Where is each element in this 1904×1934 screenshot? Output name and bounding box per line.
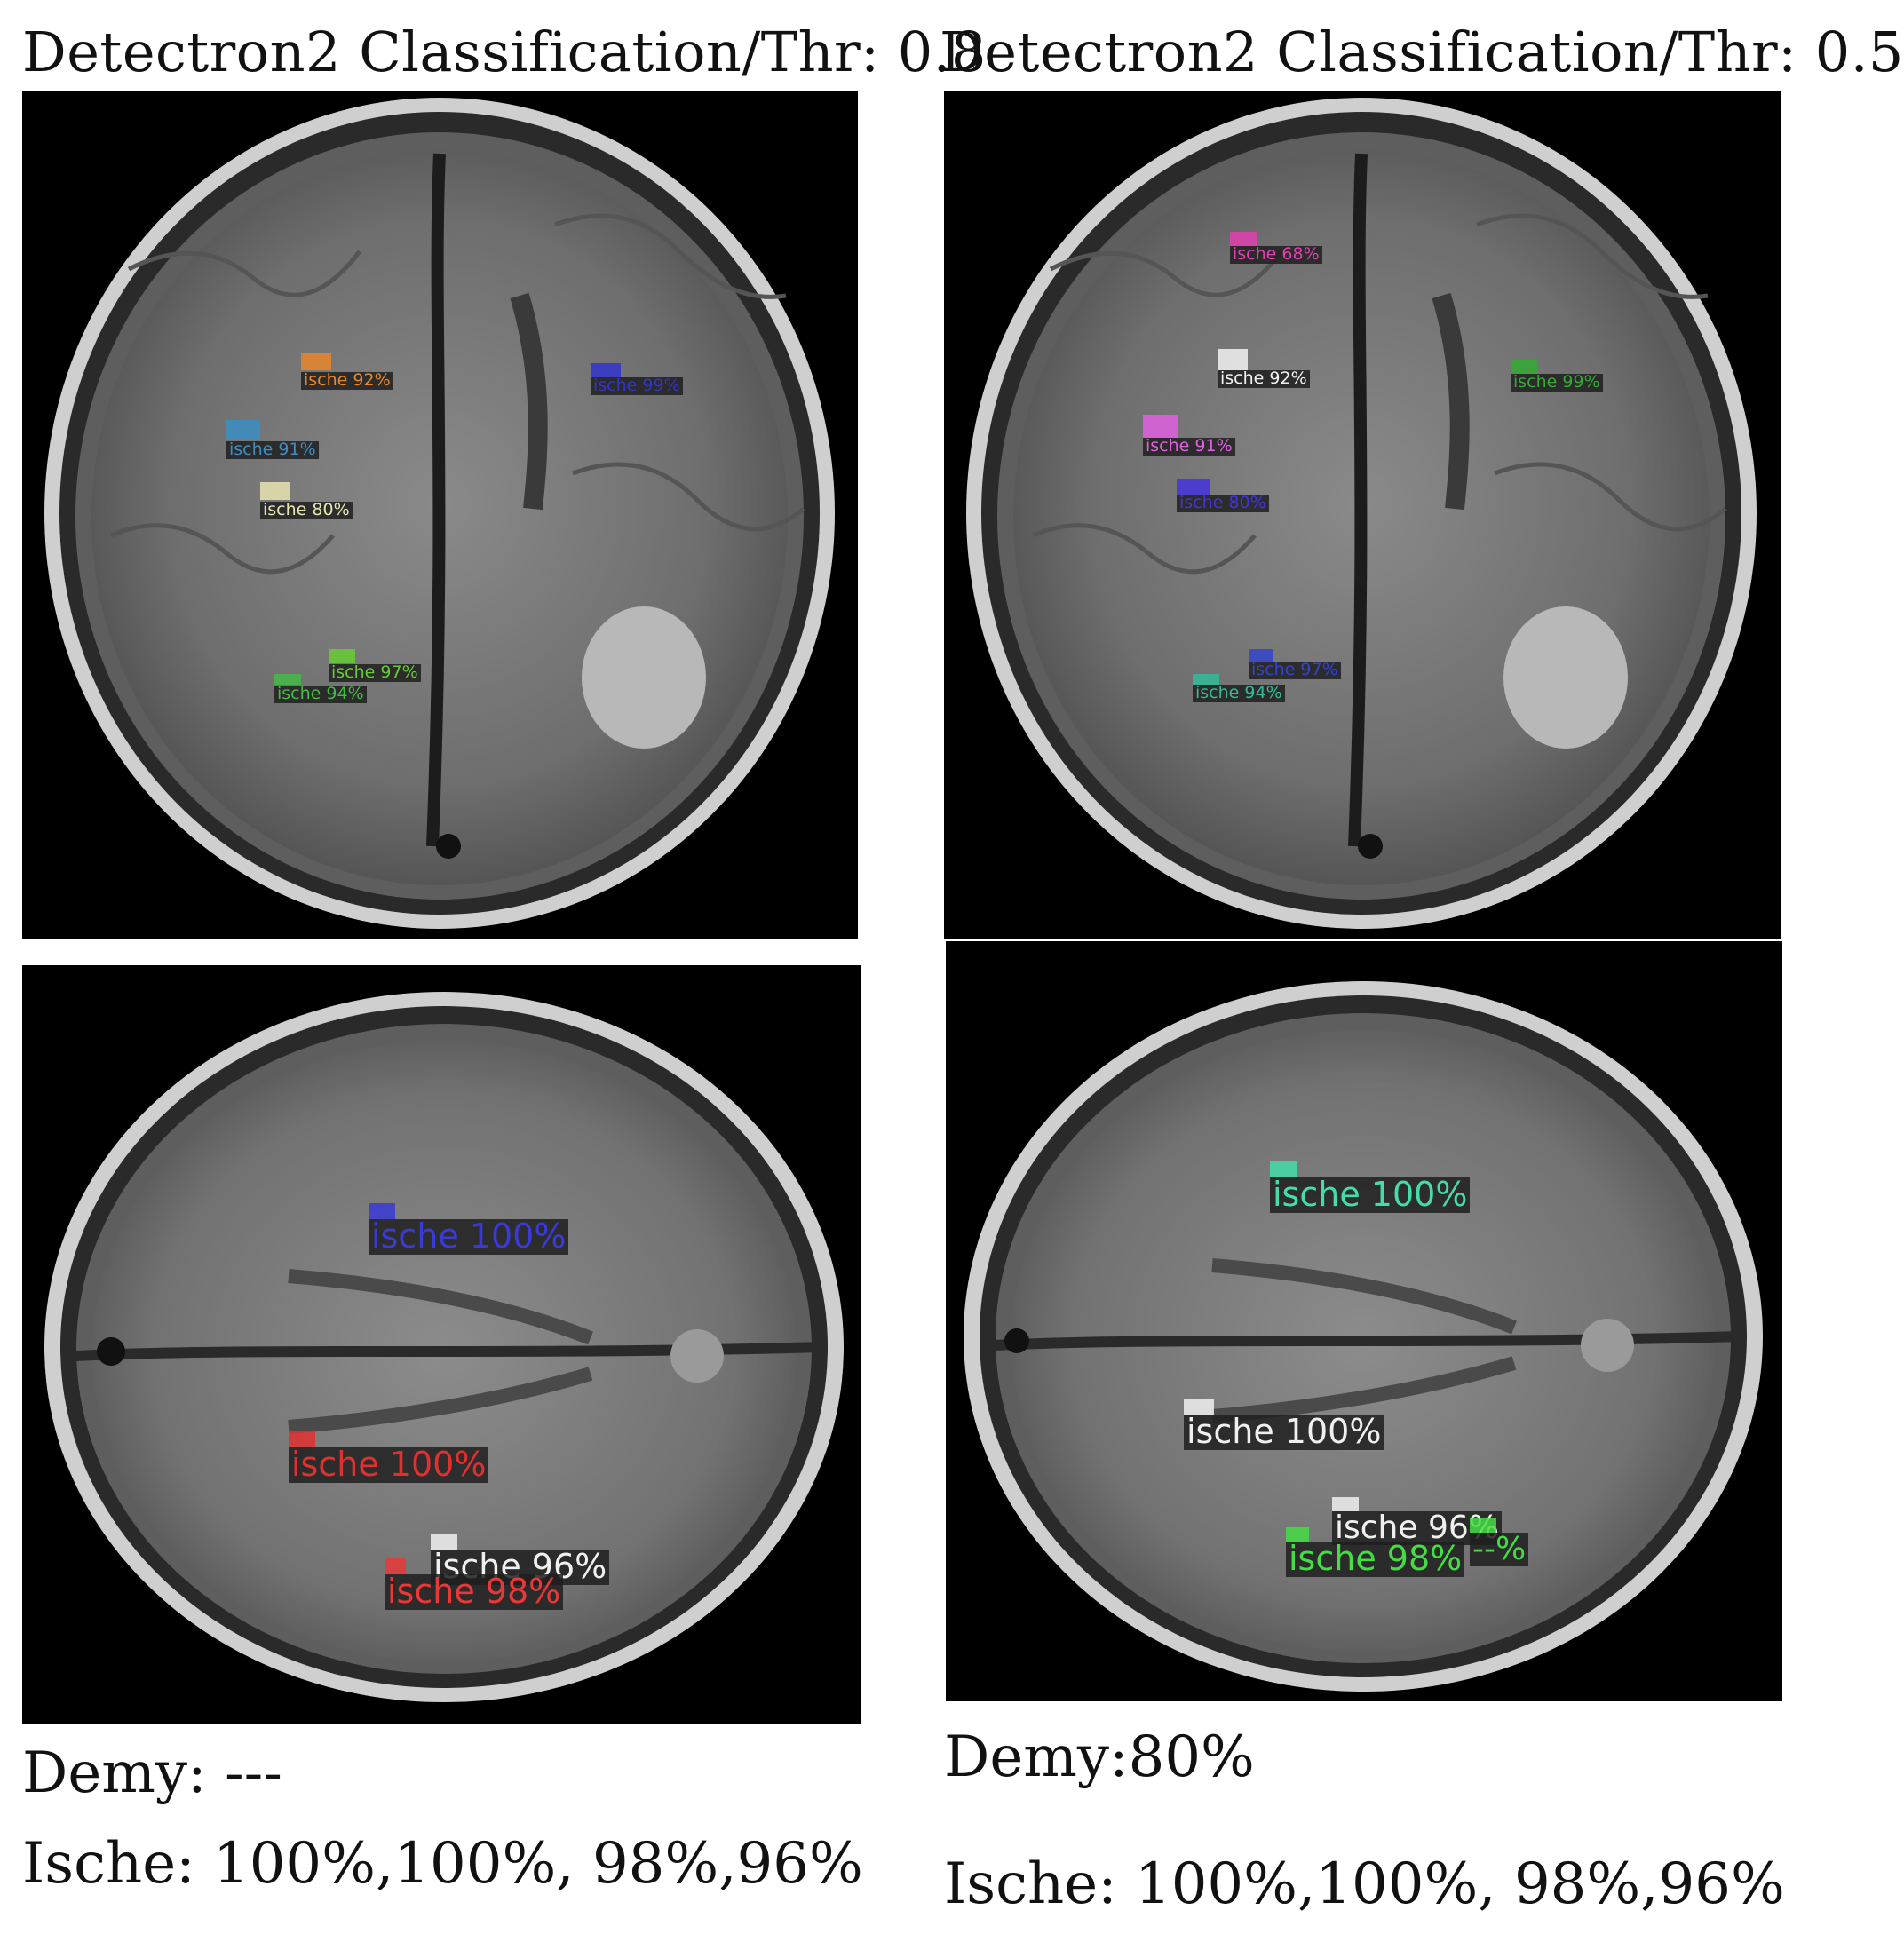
detection-label: ische 97% bbox=[1249, 661, 1341, 679]
detection-label: ische 100% bbox=[1184, 1414, 1384, 1450]
detection-marker bbox=[369, 1203, 395, 1219]
detection-marker bbox=[289, 1431, 315, 1447]
detection-label: ische 92% bbox=[1218, 369, 1310, 388]
detection-marker bbox=[1177, 479, 1210, 495]
mri-scan-image bbox=[964, 981, 1763, 1692]
detection-label: ische 91% bbox=[1143, 437, 1235, 456]
detection-marker bbox=[385, 1558, 406, 1574]
mri-scan-image bbox=[44, 992, 844, 1702]
right-ische-summary: Ische: 100%,100%, 98%,96% bbox=[944, 1851, 1785, 1917]
detection-marker bbox=[329, 649, 355, 663]
mri-panel-top-left: ische 92% ische 99% ische 91% ische 80% … bbox=[22, 91, 858, 939]
left-demy-summary: Demy: --- bbox=[22, 1740, 282, 1806]
detection-marker bbox=[226, 420, 260, 440]
detection-label: ische 99% bbox=[591, 376, 683, 395]
detection-marker bbox=[1218, 349, 1248, 370]
detection-label: ische 97% bbox=[329, 663, 421, 682]
detection-marker bbox=[301, 353, 331, 370]
detection-marker bbox=[1184, 1399, 1214, 1415]
left-ische-summary: Ische: 100%,100%, 98%,96% bbox=[22, 1831, 863, 1897]
detection-marker bbox=[1286, 1527, 1309, 1542]
detection-marker bbox=[431, 1534, 457, 1550]
detection-label: ische 94% bbox=[274, 685, 367, 703]
detection-label: ische 98% bbox=[1286, 1541, 1465, 1577]
detection-label: ische 80% bbox=[1177, 494, 1269, 512]
detection-label: --% bbox=[1470, 1533, 1529, 1566]
detection-marker bbox=[1230, 232, 1257, 246]
detection-marker bbox=[260, 482, 290, 500]
detection-marker bbox=[1270, 1161, 1297, 1177]
detection-label: ische 100% bbox=[1270, 1177, 1471, 1213]
detection-marker bbox=[1332, 1497, 1359, 1511]
detection-marker bbox=[274, 674, 301, 685]
mri-scan-image bbox=[44, 98, 835, 929]
right-demy-summary: Demy:80% bbox=[944, 1724, 1255, 1790]
detection-label: ische 100% bbox=[289, 1447, 489, 1483]
mri-panel-bottom-right: ische 100% ische 100% ische 96% ische 98… bbox=[946, 941, 1782, 1701]
left-column-title: Detectron2 Classification/Thr: 0.8 bbox=[22, 20, 987, 84]
mri-scan-image bbox=[966, 98, 1757, 929]
detection-label: ische 91% bbox=[226, 440, 319, 459]
detection-marker bbox=[591, 363, 621, 377]
detection-label: ische 80% bbox=[260, 501, 353, 519]
detection-marker bbox=[1193, 674, 1219, 685]
detection-label: ische 68% bbox=[1230, 245, 1322, 264]
detection-label: ische 99% bbox=[1511, 373, 1603, 392]
right-column-title: Detectron2 Classification/Thr: 0.5 bbox=[940, 20, 1904, 84]
detection-label: ische 100% bbox=[369, 1218, 569, 1255]
detection-marker bbox=[1143, 415, 1178, 438]
mri-panel-bottom-left: ische 100% ische 100% ische 96% ische 98… bbox=[22, 965, 861, 1724]
detection-marker bbox=[1249, 649, 1273, 662]
detection-label: ische 94% bbox=[1193, 684, 1285, 702]
detection-marker bbox=[1470, 1518, 1496, 1533]
detection-label: ische 98% bbox=[385, 1573, 564, 1610]
detection-marker bbox=[1511, 360, 1537, 374]
mri-panel-top-right: ische 68% ische 92% ische 99% ische 91% … bbox=[944, 91, 1781, 939]
detection-label: ische 92% bbox=[301, 371, 393, 390]
